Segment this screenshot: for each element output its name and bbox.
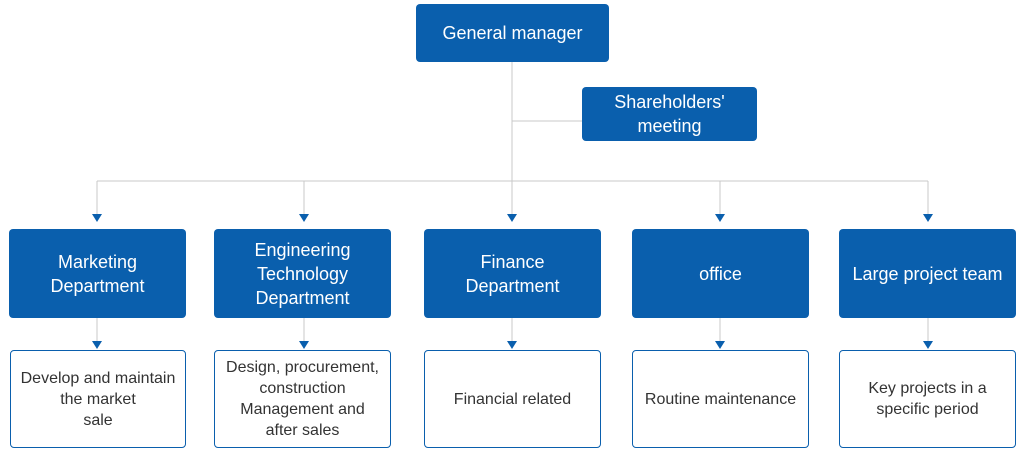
engineering-description-box: Design, procurement, construction Manage… bbox=[214, 350, 391, 448]
arrow-down-icon bbox=[715, 341, 725, 349]
arrow-down-icon bbox=[923, 214, 933, 222]
arrow-down-icon bbox=[507, 341, 517, 349]
arrow-down-icon bbox=[507, 214, 517, 222]
finance-description-box: Financial related bbox=[424, 350, 601, 448]
arrow-down-icon bbox=[923, 341, 933, 349]
arrow-down-icon bbox=[715, 214, 725, 222]
shareholders-meeting-box: Shareholders' meeting bbox=[582, 87, 757, 141]
arrow-down-icon bbox=[92, 341, 102, 349]
general-manager-box: General manager bbox=[416, 4, 609, 62]
finance-department-box: Finance Department bbox=[424, 229, 601, 318]
engineering-technology-department-box: Engineering Technology Department bbox=[214, 229, 391, 318]
large-project-description-box: Key projects in a specific period bbox=[839, 350, 1016, 448]
arrow-down-icon bbox=[299, 214, 309, 222]
marketing-department-box: Marketing Department bbox=[9, 229, 186, 318]
marketing-description-box: Develop and maintain the market sale bbox=[10, 350, 186, 448]
arrow-down-icon bbox=[92, 214, 102, 222]
arrow-down-icon bbox=[299, 341, 309, 349]
office-box: office bbox=[632, 229, 809, 318]
office-description-box: Routine maintenance bbox=[632, 350, 809, 448]
large-project-team-box: Large project team bbox=[839, 229, 1016, 318]
